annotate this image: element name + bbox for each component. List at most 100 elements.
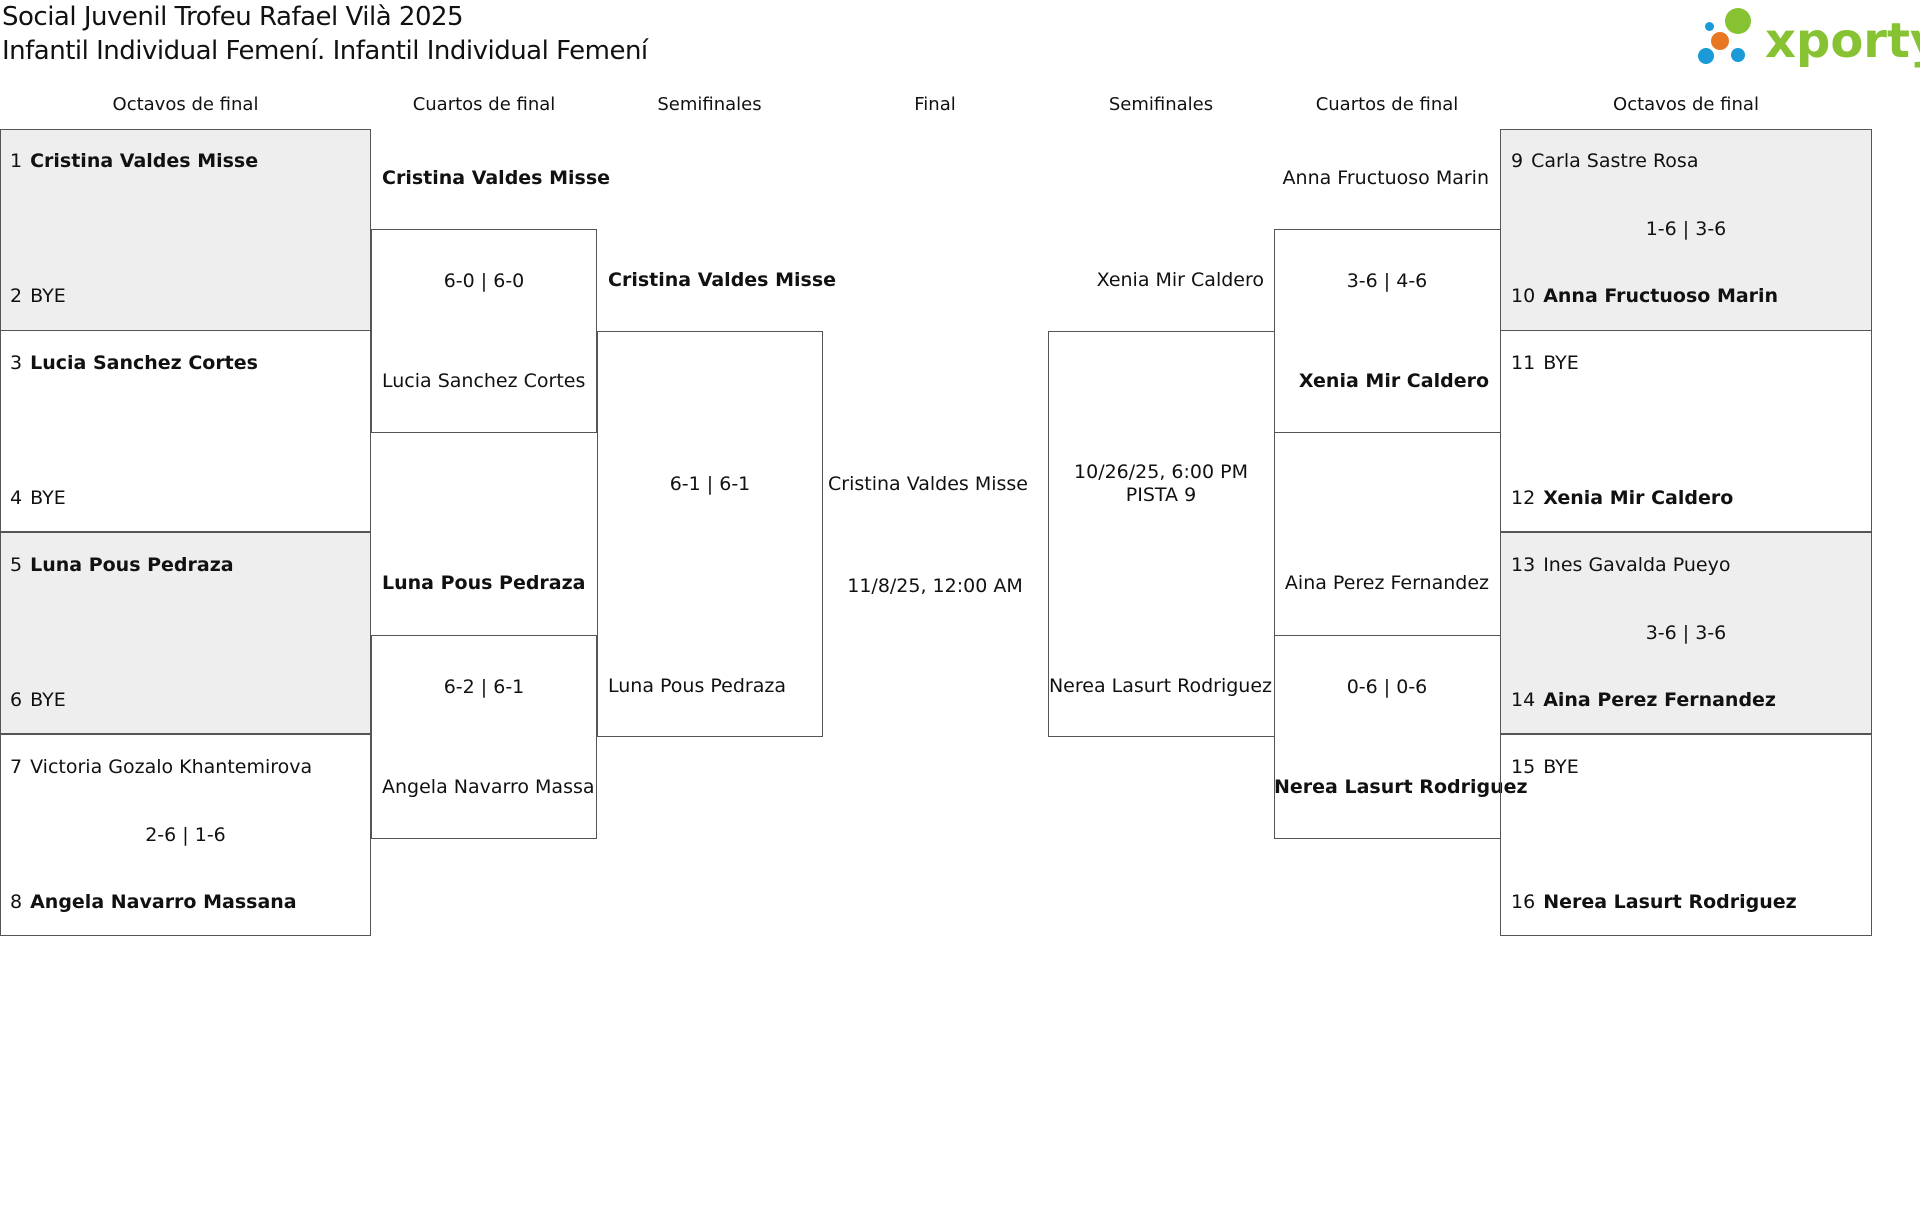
player-entry: 1 Cristina Valdes Misse [10,149,258,173]
player-name: Xenia Mir Caldero [1543,487,1734,509]
right-qf-1-top-player: Anna Fructuoso Marin [1282,167,1489,189]
match-score: 0-6 | 0-6 [1346,676,1428,698]
logo-dot-blue-2 [1731,48,1745,62]
match-score: 6-1 | 6-1 [669,473,751,495]
seed-number: 12 [1511,487,1536,509]
header-left-sf: Semifinales [657,94,762,115]
seed-number: 10 [1511,285,1536,307]
header-left-qf: Cuartos de final [412,94,556,115]
right-qf-1-bottom-player: Xenia Mir Caldero [1298,370,1489,392]
right-r16-match-1 [1500,129,1872,331]
player-entry: 7 Victoria Gozalo Khantemirova [10,755,312,779]
player-name: Victoria Gozalo Khantemirova [30,756,313,778]
seed-number: 1 [10,150,23,172]
player-entry: 16 Nerea Lasurt Rodriguez [1511,890,1797,914]
left-sf-top-player: Cristina Valdes Misse [608,269,837,291]
seed-number: 11 [1511,352,1536,374]
player-name: Nerea Lasurt Rodriguez [1543,891,1797,913]
left-qf-match-2 [371,635,597,839]
match-score: 6-2 | 6-1 [443,676,525,698]
seed-number: 3 [10,352,23,374]
player-entry: 9 Carla Sastre Rosa [1511,149,1698,173]
final-winner: Cristina Valdes Misse [827,473,1028,495]
left-qf-2-top-player: Luna Pous Pedraza [382,572,586,594]
player-entry: 8 Angela Navarro Massana [10,890,297,914]
logo-dot-green [1725,8,1751,34]
xporty-logo: xporty [1695,4,1920,74]
logo-dot-orange [1711,32,1729,50]
match-score: 6-0 | 6-0 [443,270,525,292]
right-qf-2-bottom-player: Nerea Lasurt Rodriguez [1274,776,1528,798]
seed-number: 8 [10,891,23,913]
seed-number: 15 [1511,756,1536,778]
right-qf-match-1 [1274,229,1501,433]
seed-number: 5 [10,554,23,576]
category-title: Infantil Individual Femení. Infantil Ind… [2,36,648,66]
player-entry: 14 Aina Perez Fernandez [1511,688,1776,712]
right-r16-match-3 [1500,532,1872,734]
player-name: BYE [30,285,66,307]
match-datetime: 10/26/25, 6:00 PM [1074,461,1248,483]
player-entry: 3 Lucia Sanchez Cortes [10,351,258,375]
player-name: BYE [1543,352,1579,374]
left-sf-bottom-player: Luna Pous Pedraza [608,675,787,697]
header-right-sf: Semifinales [1108,94,1214,115]
match-score: 3-6 | 4-6 [1346,270,1428,292]
left-qf-1-bottom-player: Lucia Sanchez Cortes [382,370,586,392]
seed-number: 2 [10,285,23,307]
player-name: Carla Sastre Rosa [1531,150,1699,172]
left-qf-match-1 [371,229,597,433]
player-name: Aina Perez Fernandez [1543,689,1776,711]
seed-number: 7 [10,756,23,778]
match-score: 3-6 | 3-6 [1645,622,1727,644]
seed-number: 6 [10,689,23,711]
player-name: Angela Navarro Massana [30,891,297,913]
player-name: BYE [30,487,66,509]
match-score: 1-6 | 3-6 [1645,218,1727,240]
right-sf-match [1048,331,1275,737]
left-r16-match-3 [0,532,371,734]
final-datetime: 11/8/25, 12:00 AM [847,575,1023,597]
player-name: BYE [1543,756,1579,778]
match-court: PISTA 9 [1125,484,1197,506]
left-qf-2-bottom-player: Angela Navarro Massana [382,776,596,798]
header-right-r16: Octavos de final [1613,94,1759,115]
player-entry: 4 BYE [10,486,66,510]
player-entry: 10 Anna Fructuoso Marin [1511,284,1778,308]
match-score: 2-6 | 1-6 [145,824,226,846]
left-r16-match-4 [0,734,371,936]
left-qf-1-top-player: Cristina Valdes Misse [382,167,611,189]
seed-number: 4 [10,487,23,509]
left-sf-match [597,331,823,737]
page-title: Social Juvenil Trofeu Rafael Vilà 2025 I… [2,0,648,68]
seed-number: 9 [1511,150,1524,172]
tournament-title: Social Juvenil Trofeu Rafael Vilà 2025 [2,2,464,32]
logo-dot-blue-1 [1698,48,1714,64]
player-name: Anna Fructuoso Marin [1543,285,1779,307]
right-r16-match-4 [1500,734,1872,936]
right-r16-match-2 [1500,330,1872,532]
left-r16-match-2 [0,330,371,532]
seed-number: 14 [1511,689,1536,711]
right-qf-2-top-player: Aina Perez Fernandez [1284,572,1489,594]
player-entry: 12 Xenia Mir Caldero [1511,486,1733,510]
header-left-r16: Octavos de final [112,94,259,115]
player-name: Ines Gavalda Pueyo [1543,554,1731,576]
player-name: Lucia Sanchez Cortes [30,352,258,374]
seed-number: 13 [1511,554,1536,576]
player-entry: 13 Ines Gavalda Pueyo [1511,553,1730,577]
logo-text: xporty [1765,13,1920,69]
right-qf-match-2 [1274,635,1501,839]
player-name: Cristina Valdes Misse [30,150,259,172]
seed-number: 16 [1511,891,1536,913]
header-right-qf: Cuartos de final [1315,94,1459,115]
header-final: Final [914,94,956,115]
left-r16-match-1 [0,129,371,331]
player-entry: 15 BYE [1511,755,1579,779]
player-entry: 11 BYE [1511,351,1579,375]
right-sf-bottom-player: Nerea Lasurt Rodriguez [1048,675,1272,697]
player-entry: 2 BYE [10,284,66,308]
right-sf-top-player: Xenia Mir Caldero [1096,269,1264,291]
